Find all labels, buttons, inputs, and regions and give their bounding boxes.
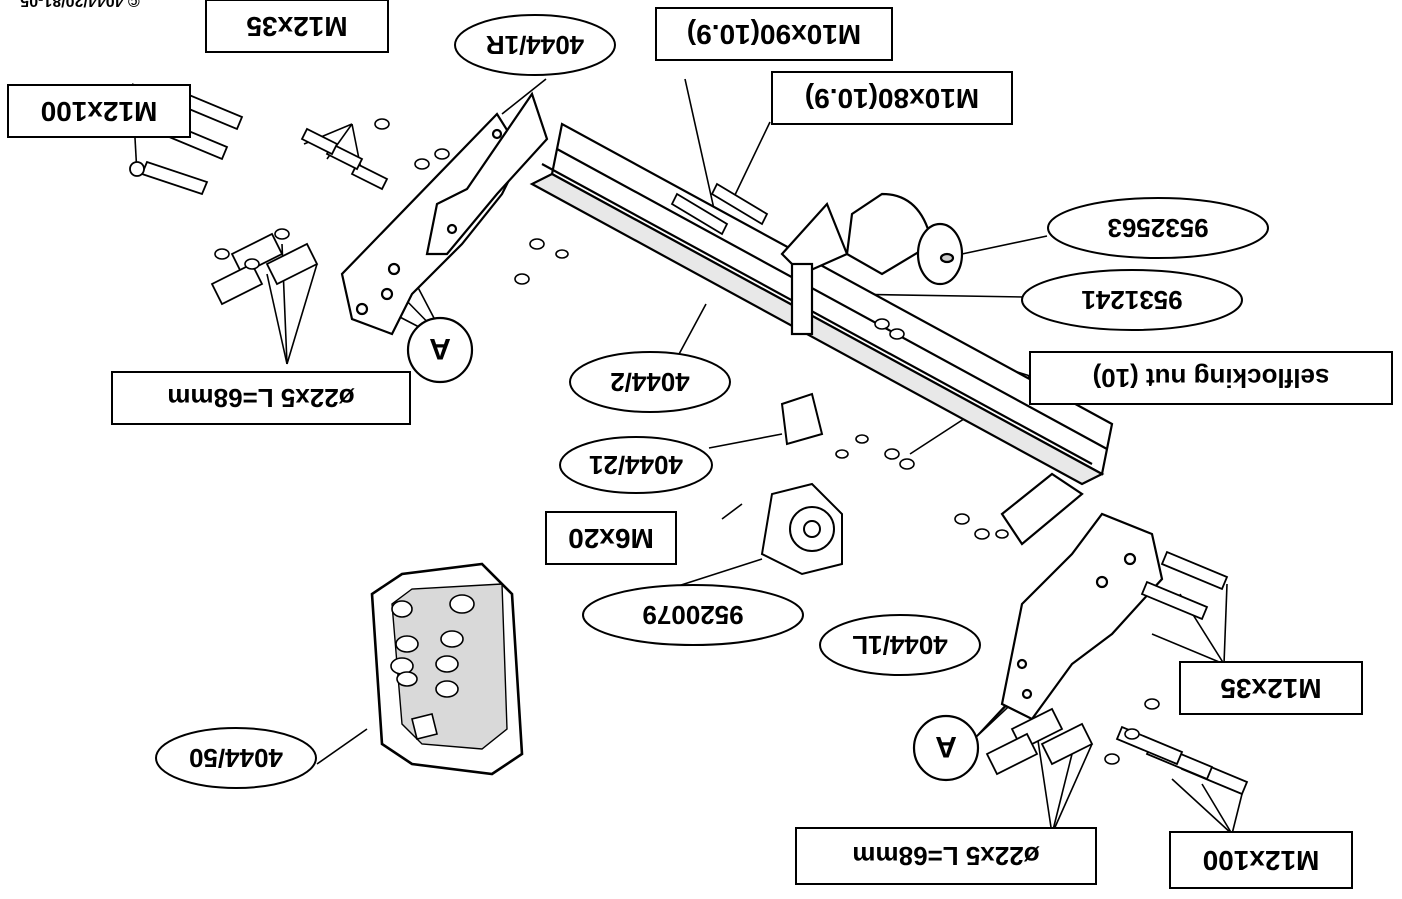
label-4044-50: 4044/50 xyxy=(155,727,317,789)
label-m12x35-right: M12x35 xyxy=(1179,661,1363,715)
svg-text:A: A xyxy=(429,332,451,365)
label-m12x100-bottom: M12x100 xyxy=(1169,831,1353,889)
label-d22-left: ø22x5 L=68mm xyxy=(111,371,411,425)
label-4044-2: 4044/2 xyxy=(569,351,731,413)
svg-text:ø22x5 L=68mm: ø22x5 L=68mm xyxy=(167,383,354,413)
svg-text:4044/1L: 4044/1L xyxy=(852,630,948,660)
washers-nuts xyxy=(214,118,1160,765)
label-m10x80: M10x80(10.9) xyxy=(771,71,1013,125)
svg-text:9532563: 9532563 xyxy=(1107,213,1208,243)
label-m12x100-left: M12x100 xyxy=(7,84,191,138)
svg-text:M12x100: M12x100 xyxy=(41,96,158,127)
label-m6x20: M6x20 xyxy=(545,511,677,565)
svg-text:M12x35: M12x35 xyxy=(246,11,347,42)
svg-text:M12x100: M12x100 xyxy=(1203,845,1320,876)
socket-bracket xyxy=(760,392,843,576)
svg-text:M6x20: M6x20 xyxy=(568,523,654,554)
label-m12x35-top: M12x35 xyxy=(205,0,389,53)
label-4044-21: 4044/21 xyxy=(559,436,713,494)
label-9520079: 9520079 xyxy=(582,584,804,646)
svg-text:9531241: 9531241 xyxy=(1081,285,1182,315)
svg-text:M12x35: M12x35 xyxy=(1220,673,1321,704)
label-4044-1r: 4044/1R xyxy=(454,14,616,76)
side-plate-right xyxy=(340,91,549,336)
spacer-tubes xyxy=(210,232,1094,776)
label-4044-1l: 4044/1L xyxy=(819,614,981,676)
tow-ball xyxy=(780,192,964,336)
svg-text:A: A xyxy=(935,730,957,763)
label-a-bottom: A xyxy=(912,714,980,782)
copyright-text: © 4044/20/81-05 xyxy=(20,0,140,9)
svg-text:ø22x5 L=68mm: ø22x5 L=68mm xyxy=(852,841,1039,871)
label-a-top: A xyxy=(406,316,474,384)
fastener-bag xyxy=(370,562,524,776)
label-9532563: 9532563 xyxy=(1047,197,1269,259)
bolts-group xyxy=(129,90,1249,796)
label-d22-bottom: ø22x5 L=68mm xyxy=(795,827,1097,885)
svg-text:4044/2: 4044/2 xyxy=(610,367,690,397)
label-m10x90: M10x90(10.9) xyxy=(655,7,893,61)
svg-text:9520079: 9520079 xyxy=(642,600,743,630)
svg-text:4044/1R: 4044/1R xyxy=(486,30,585,60)
svg-text:4044/50: 4044/50 xyxy=(189,743,283,773)
svg-text:selflocking nut (10): selflocking nut (10) xyxy=(1093,363,1330,393)
svg-text:M10x90(10.9): M10x90(10.9) xyxy=(687,19,861,50)
callout-labels: M12x35 M12x100 M10x90(10.9) M10x80(10.9)… xyxy=(7,0,1393,889)
svg-text:4044/21: 4044/21 xyxy=(589,450,683,480)
side-plate-left xyxy=(1000,472,1164,721)
label-selflocking: selflocking nut (10) xyxy=(1029,351,1393,405)
label-9531241: 9531241 xyxy=(1021,269,1243,331)
svg-text:M10x80(10.9): M10x80(10.9) xyxy=(805,83,979,114)
